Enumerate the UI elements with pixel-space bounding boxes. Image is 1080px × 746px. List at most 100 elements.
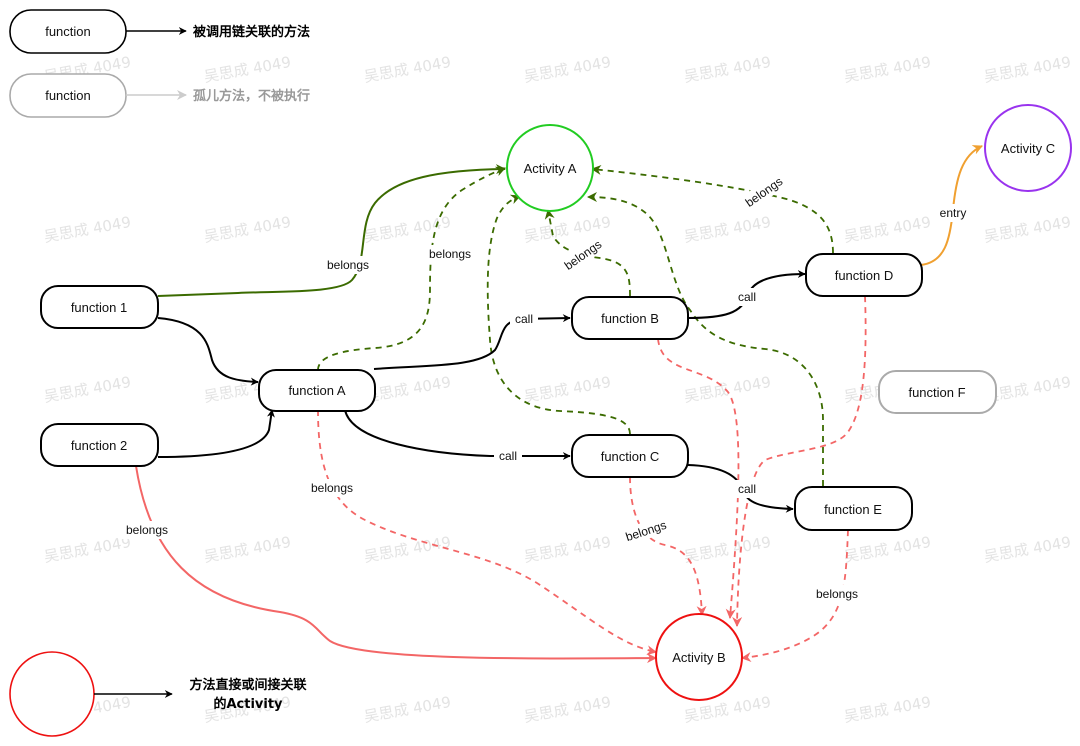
edge-fc-belongs-activity-b [629,476,707,616]
label-bg [618,514,674,547]
nodes: Activity A Activity B Activity C functio… [40,104,1072,701]
node-function-d-label: function D [835,268,894,283]
watermark: 吴思成 4049 [683,213,773,246]
node-function-c[interactable] [571,434,689,478]
watermark: 吴思成 4049 [363,53,453,86]
legend: function 被调用链关联的方法 function 孤儿方法，不被执行 方法… [9,9,310,737]
edge-label-fc-call-fe: call [738,482,756,496]
edge-fa-call-fc [344,409,571,460]
node-activity-c-label: Activity C [1001,141,1055,156]
edge-label-fa-belongs-red: belongs [311,481,353,495]
label-bg [510,310,538,328]
watermark: 吴思成 4049 [363,213,453,246]
edge-fd-belongs-activity-b [732,295,867,627]
node-function-b[interactable] [571,296,689,340]
legend-activity-circle [9,651,95,737]
label-bg [810,585,864,603]
watermark: 吴思成 4049 [983,213,1073,246]
edge-label-fb-belongs-group: belongs [556,232,609,277]
watermark: 吴思成 4049 [843,693,933,726]
edge-label-fa-belongs-green: belongs [429,247,471,261]
label-bg [733,288,761,306]
node-activity-c[interactable] [984,104,1072,192]
node-function-2[interactable] [40,423,159,467]
node-activity-b[interactable] [655,613,743,701]
watermark: 吴思成 4049 [203,213,293,246]
label-bg [424,245,476,263]
edge-label-fd-entry: entry [940,206,967,220]
label-bg [120,521,174,539]
node-function-e[interactable] [794,486,913,531]
watermark: 吴思成 4049 [203,53,293,86]
edge-fa-belongs-activity-a [317,166,506,371]
edge-fa-belongs-activity-b [317,409,657,656]
label-bg [733,480,761,498]
edge-label-fa-call-fc: call [499,449,517,463]
edge-label-fb-call-fd: call [738,290,756,304]
edge-label-fa-call-fb: call [515,312,533,326]
legend-orphan-node-label: function [45,88,91,103]
label-bg [934,204,972,222]
edge-fb-belongs-activity-b [657,338,740,619]
watermark: 吴思成 4049 [523,693,613,726]
node-activity-a[interactable] [506,124,594,212]
edge-label-fe-belongs-red: belongs [816,587,858,601]
node-function-f-label: function F [908,385,965,400]
edge-f2-belongs-activity-b [135,465,657,664]
node-function-b-label: function B [601,311,659,326]
watermark: 吴思成 4049 [43,533,133,566]
legend-called-text: 被调用链关联的方法 [192,24,310,40]
watermark: 吴思成 4049 [843,213,933,246]
edge-f1-call-fa [157,317,259,386]
label-bg [737,169,790,214]
legend-activity-text-line2: 的Activity [213,696,283,712]
node-function-a[interactable] [258,369,376,412]
watermark: 吴思成 4049 [523,533,613,566]
watermark: 吴思成 4049 [683,53,773,86]
edge-fb-belongs-activity-a [544,209,631,297]
label-bg [322,256,374,274]
node-function-e-label: function E [824,502,882,517]
legend-called-node-label: function [45,24,91,39]
watermark: 吴思成 4049 [363,693,453,726]
watermark: 吴思成 4049 [43,213,133,246]
edge-fc-belongs-activity-a [486,194,631,435]
watermark: 吴思成 4049 [983,53,1073,86]
edge-fe-belongs-activity-a [587,192,824,486]
edge-fe-belongs-activity-b [741,529,849,663]
node-function-1-label: function 1 [71,300,127,315]
watermark: 吴思成 4049 [843,533,933,566]
node-function-d[interactable] [805,253,923,297]
watermark: 吴思成 4049 [523,53,613,86]
edge-label-fe-belongs-green-group: belongs [737,169,790,214]
watermark: 吴思成 4049 [203,533,293,566]
watermark: 吴思成 4049 [363,533,453,566]
node-activity-b-label: Activity B [672,650,725,665]
watermark: 吴思成 4049 [683,533,773,566]
watermark: 吴思成 4049 [523,373,613,406]
edge-label-f2-belongs: belongs [126,523,168,537]
edge-fa-call-fb [373,314,571,370]
edge-f2-call-fa [157,409,275,458]
legend-orphan-text: 孤儿方法，不被执行 [193,88,310,104]
watermark: 吴思成 4049 [363,373,453,406]
node-function-f[interactable] [878,370,997,414]
watermark: 吴思成 4049 [683,373,773,406]
edge-label-f1-belongs: belongs [327,258,369,272]
edges [135,145,983,664]
node-function-c-label: function C [601,449,660,464]
watermark: 吴思成 4049 [43,373,133,406]
edge-f1-belongs-activity-a [157,164,506,297]
watermark: 吴思成 4049 [983,533,1073,566]
node-function-1[interactable] [40,285,159,329]
label-bg [556,232,609,277]
node-activity-a-label: Activity A [524,161,577,176]
watermark: 吴思成 4049 [843,53,933,86]
edge-label-fc-belongs-group: belongs [618,514,674,547]
node-function-a-label: function A [288,383,345,398]
label-bg [305,479,359,497]
label-bg [494,447,522,465]
legend-activity-text-line1: 方法直接或间接关联 [189,677,306,693]
node-function-2-label: function 2 [71,438,127,453]
